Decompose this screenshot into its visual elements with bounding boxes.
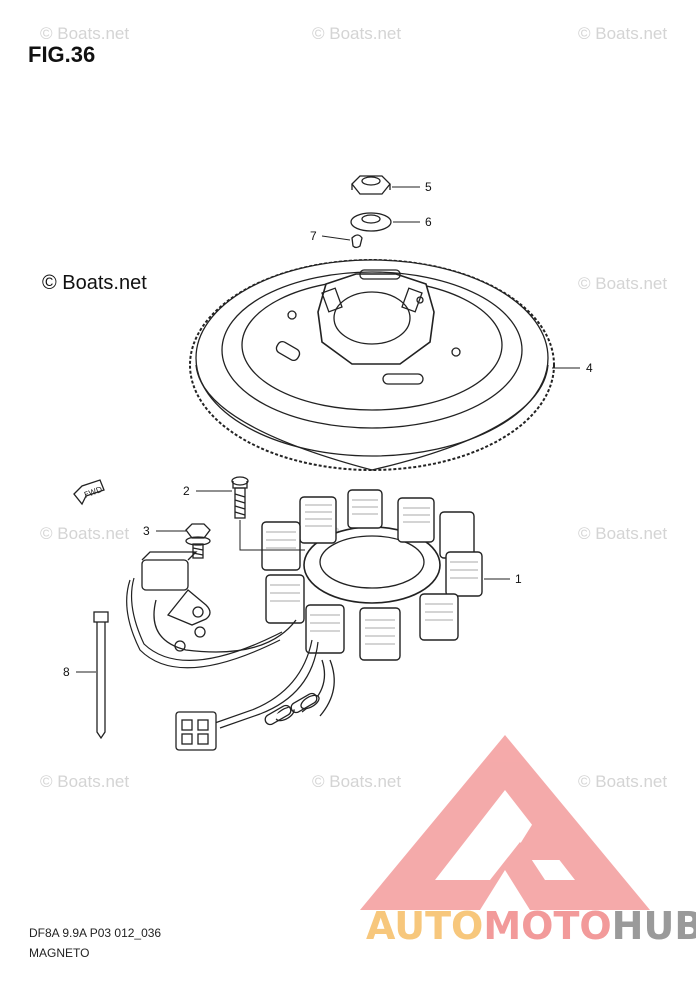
stator-part — [261, 489, 483, 661]
pulser-coil-part — [126, 551, 297, 669]
figure-name: MAGNETO — [29, 946, 90, 960]
watermark-tile: © Boats.net — [40, 772, 130, 791]
brand-wordmark: AUTOMOTOHUB — [366, 904, 696, 948]
callout-7: 7 — [310, 229, 317, 243]
callout-3: 3 — [143, 524, 150, 538]
cable-tie-part — [93, 611, 109, 740]
nut-part — [351, 175, 391, 195]
watermark-tile: © Boats.net — [40, 24, 130, 43]
figure-title: FIG.36 — [28, 42, 96, 67]
brand-logo-icon — [360, 735, 650, 910]
watermark-tile: © Boats.net — [40, 524, 130, 543]
bolt-part — [231, 476, 305, 551]
callout-6: 6 — [425, 215, 432, 229]
washer-part — [350, 212, 392, 232]
brand-part-moto: MOTO — [483, 904, 612, 948]
watermark-tile: © Boats.net — [578, 524, 668, 543]
flywheel-part — [189, 259, 555, 471]
screw-part — [185, 523, 211, 559]
brand-part-auto: AUTO — [366, 904, 484, 948]
fwd-arrow-icon — [73, 479, 105, 506]
figure-code: DF8A 9.9A P03 012_036 — [29, 926, 162, 940]
callout-5: 5 — [425, 180, 432, 194]
watermark-tile: © Boats.net — [312, 24, 402, 43]
watermark-tile: © Boats.net — [578, 274, 668, 293]
watermark-tile: © Boats.net — [312, 772, 402, 791]
harness-part — [175, 639, 335, 751]
callout-4: 4 — [586, 361, 593, 375]
key-part — [351, 234, 363, 249]
watermark-main: © Boats.net — [42, 272, 147, 294]
watermark-tile: © Boats.net — [578, 772, 668, 791]
callout-2: 2 — [183, 484, 190, 498]
callout-8: 8 — [63, 665, 70, 679]
brand-part-hub: HUB — [611, 904, 696, 948]
leader-lines — [76, 186, 580, 673]
watermark-tile: © Boats.net — [578, 24, 668, 43]
callout-1: 1 — [515, 572, 522, 586]
